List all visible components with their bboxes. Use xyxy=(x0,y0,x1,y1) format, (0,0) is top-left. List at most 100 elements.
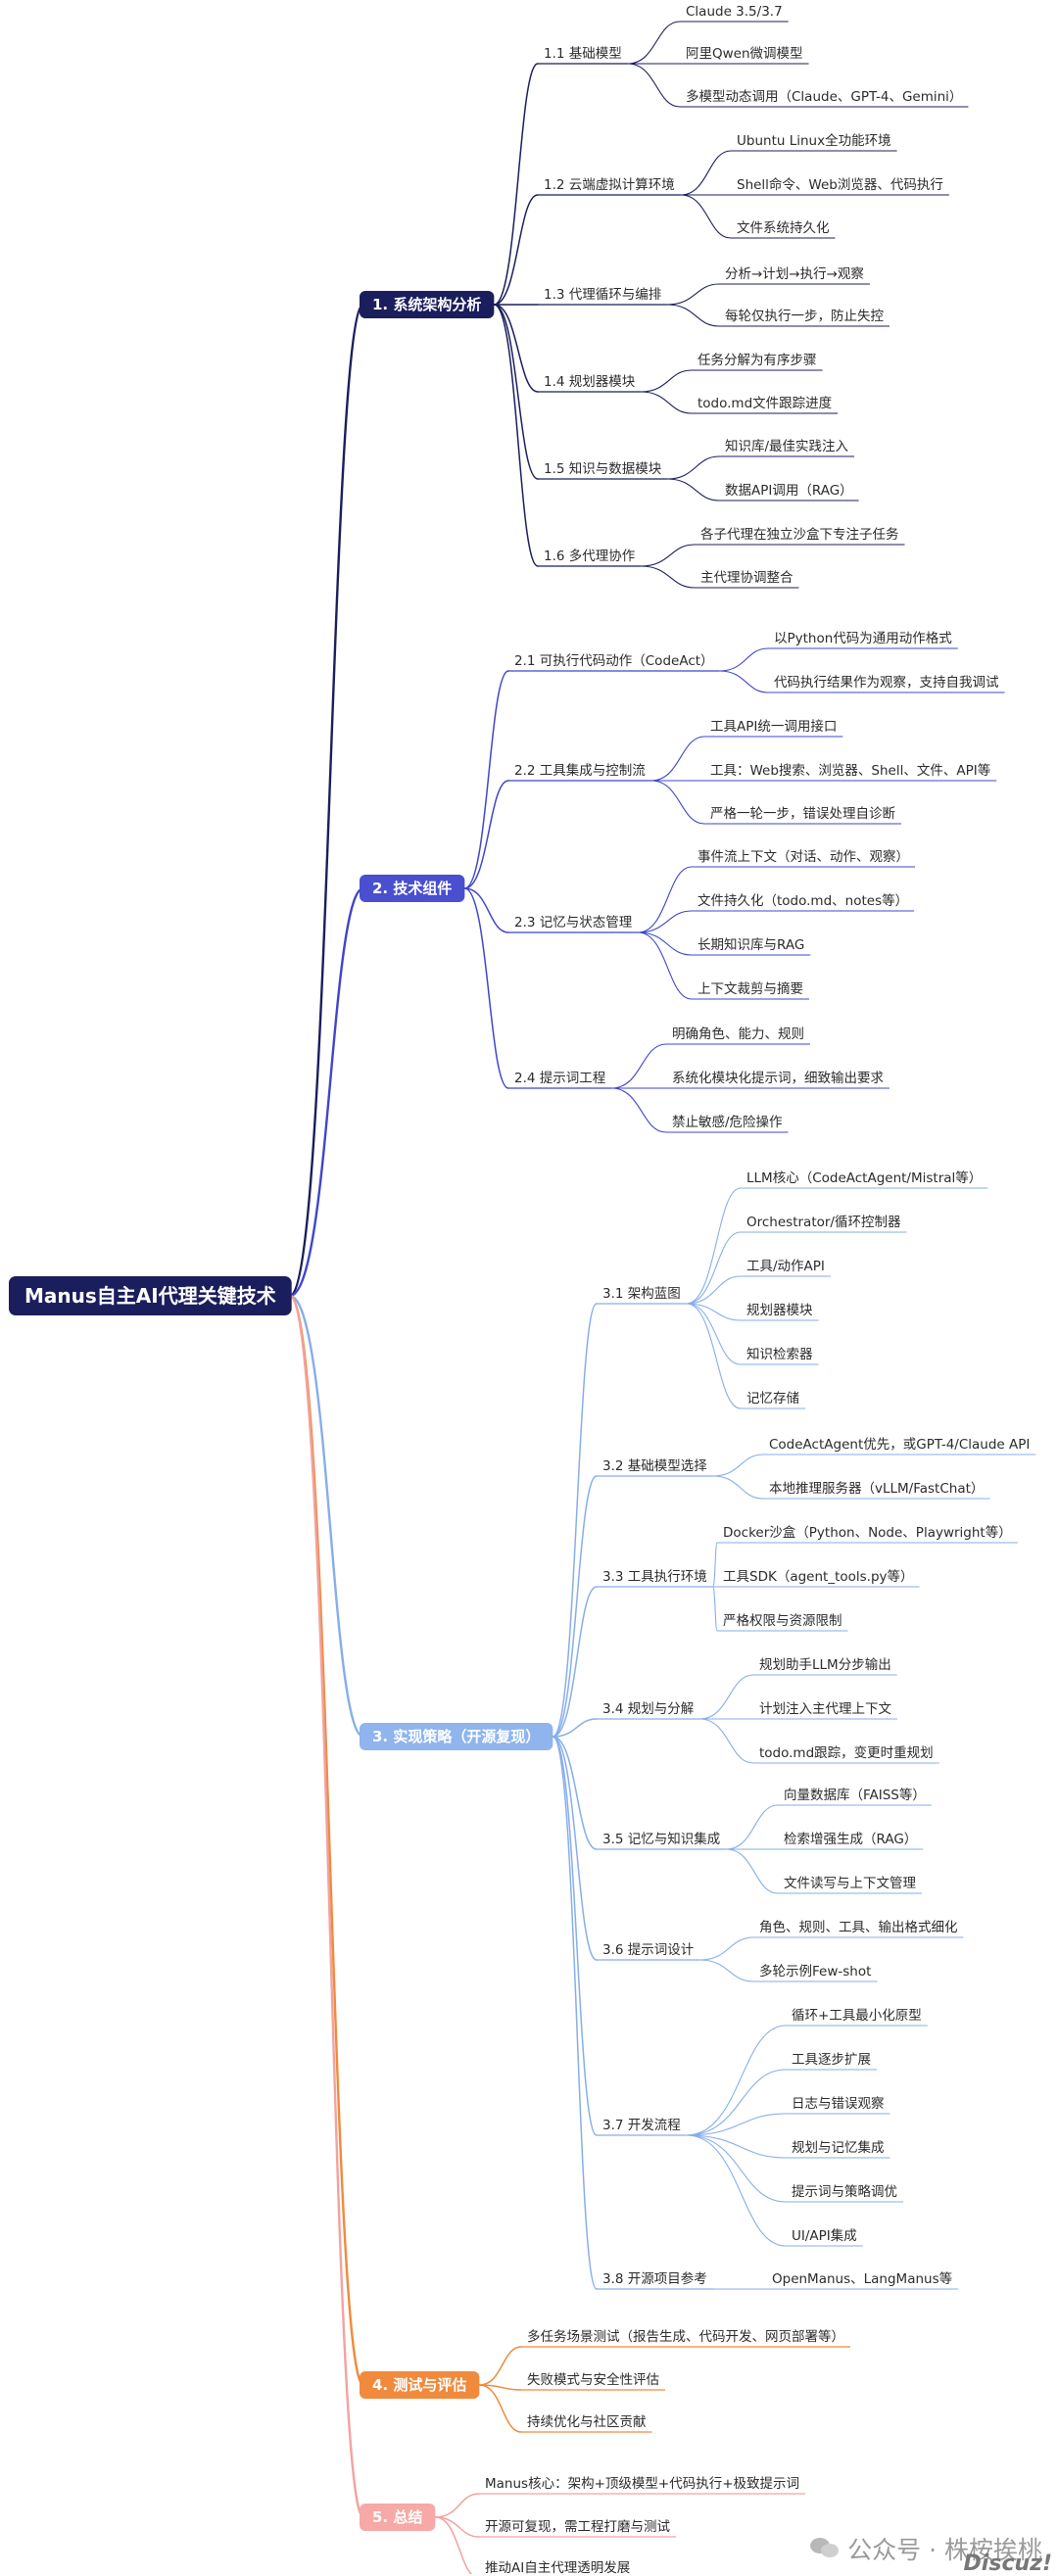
leaf-label: 向量数据库（FAISS等） xyxy=(784,1787,926,1803)
branch-label: 1.3 代理循环与编排 xyxy=(544,287,661,303)
root-box xyxy=(9,1276,292,1315)
leaf-label: 严格权限与资源限制 xyxy=(723,1612,842,1629)
section-label: 3. 实现策略（开源复现） xyxy=(372,1728,540,1745)
leaf-label: Manus核心：架构+顶级模型+代码执行+极致提示词 xyxy=(485,2476,799,2492)
leaf-label: 规划器模块 xyxy=(746,1303,813,1318)
connector-line xyxy=(493,194,539,306)
connector-line xyxy=(686,1275,742,1305)
root-label: Manus自主AI代理关键技术 xyxy=(24,1284,276,1308)
connector-line xyxy=(463,887,509,933)
watermark-text: 公众号 · 株桉挨桃 xyxy=(847,2536,1042,2564)
section-node[interactable]: 5. 总结 xyxy=(360,2504,436,2531)
section-node[interactable]: 1. 系统架构分析 xyxy=(360,291,495,318)
section-pill xyxy=(360,875,465,902)
leaf-label: 系统化模块化提示词，细致输出要求 xyxy=(672,1071,884,1086)
connector-line xyxy=(493,304,539,393)
section-node[interactable]: 4. 测试与评估 xyxy=(360,2371,480,2399)
connector-line xyxy=(666,478,720,501)
section-pill xyxy=(360,2504,436,2531)
branch-label: 3.6 提示词设计 xyxy=(602,1942,694,1958)
leaf-label: OpenManus、LangManus等 xyxy=(772,2270,952,2287)
leaf-label: 知识库/最佳实践注入 xyxy=(725,438,849,454)
connector-line xyxy=(650,780,705,825)
branch-label: 1.5 知识与数据模块 xyxy=(544,460,662,477)
branch-label: 2.2 工具集成与控制流 xyxy=(514,763,646,779)
leaf-label: 知识检索器 xyxy=(746,1346,813,1362)
leaf-label: 长期知识库与RAG xyxy=(697,936,804,953)
connector-line xyxy=(666,455,720,480)
leaf-label: Orchestrator/循环控制器 xyxy=(746,1215,901,1230)
connector-line xyxy=(288,1294,365,2519)
root-node[interactable]: Manus自主AI代理关键技术 xyxy=(9,1276,292,1315)
leaf-label: 失败模式与安全性评估 xyxy=(527,2371,659,2388)
watermark: 公众号 · 株桉挨桃 xyxy=(810,2531,1042,2566)
connector-line xyxy=(463,780,509,889)
connector-line xyxy=(478,2384,522,2433)
connector-line xyxy=(686,2069,787,2136)
branch-label: 2.3 记忆与状态管理 xyxy=(514,915,633,930)
connector-line xyxy=(640,391,693,414)
branch-label: 1.6 多代理协作 xyxy=(544,548,635,564)
leaf-label: Shell命令、Web浏览器、代码执行 xyxy=(737,176,943,193)
connector-line xyxy=(666,283,720,306)
leaf-label: 以Python代码为通用动作格式 xyxy=(774,631,952,646)
connector-line xyxy=(627,63,681,108)
section-node[interactable]: 2. 技术组件 xyxy=(360,875,465,902)
leaf-label: todo.md文件跟踪进度 xyxy=(697,396,832,411)
leaf-label: CodeActAgent优先，或GPT-4/Claude API xyxy=(769,1437,1030,1453)
connector-line xyxy=(666,304,720,327)
connector-line xyxy=(552,1586,598,1738)
connector-line xyxy=(718,647,769,672)
leaf-label: 严格一轮一步，错误处理自诊断 xyxy=(710,806,895,822)
leaf-label: 本地推理服务器（vLLM/FastChat） xyxy=(769,1481,984,1497)
connector-line xyxy=(640,544,696,567)
connector-line xyxy=(637,931,693,956)
connector-line xyxy=(552,1736,598,2136)
leaf-label: 多轮示例Few-shot xyxy=(759,1963,871,1980)
section-pill xyxy=(360,1723,553,1750)
leaf-label: 计划注入主代理上下文 xyxy=(759,1701,891,1717)
leaf-label: 日志与错误观察 xyxy=(792,2095,885,2112)
branch-label: 1.4 规划器模块 xyxy=(544,374,636,390)
connector-line xyxy=(434,2516,473,2574)
connector-line xyxy=(712,1542,718,1588)
connector-line xyxy=(686,1187,742,1305)
leaf-label: 文件系统持久化 xyxy=(737,220,830,236)
connector-line xyxy=(463,887,509,1089)
section-label: 1. 系统架构分析 xyxy=(372,296,481,313)
leaf-label: 各子代理在独立沙盒下专注子任务 xyxy=(700,526,899,543)
connector-line xyxy=(686,1231,742,1305)
connector-line xyxy=(493,304,539,567)
section-pill xyxy=(360,2371,480,2399)
connector-line xyxy=(552,1736,598,1850)
mindmap-connectors xyxy=(288,21,1036,2574)
connector-line xyxy=(686,2134,787,2159)
leaf-label: 循环+工具最小化原型 xyxy=(792,2008,922,2024)
leaf-label: 代码执行结果作为观察，支持自我调试 xyxy=(774,674,999,691)
discuz-logo: Discuz! xyxy=(963,2552,1052,2576)
leaf-label: 记忆存储 xyxy=(746,1391,799,1407)
leaf-label: 规划与记忆集成 xyxy=(792,2140,885,2156)
leaf-label: 数据API调用（RAG） xyxy=(725,483,853,499)
branch-label: 2.4 提示词工程 xyxy=(514,1071,605,1086)
connector-line xyxy=(698,1674,754,1720)
leaf-label: 文件持久化（todo.md、notes等） xyxy=(697,892,908,909)
branch-label: 3.5 记忆与知识集成 xyxy=(602,1831,720,1847)
branch-label: 3.3 工具执行环境 xyxy=(602,1569,707,1585)
connector-line xyxy=(640,369,693,393)
leaf-label: 工具/动作API xyxy=(746,1259,825,1274)
connector-line xyxy=(637,910,693,933)
connector-line xyxy=(698,1959,754,1982)
connector-line xyxy=(640,565,696,589)
leaf-label: 事件流上下文（对话、动作、观察） xyxy=(697,848,909,865)
connector-line xyxy=(552,1303,598,1738)
connector-line xyxy=(478,2346,522,2386)
connector-line xyxy=(680,150,732,196)
connector-line xyxy=(686,2025,787,2136)
connector-line xyxy=(493,304,539,480)
connector-line xyxy=(686,1303,742,1409)
connector-line xyxy=(698,1718,754,1764)
section-node[interactable]: 3. 实现策略（开源复现） xyxy=(360,1723,553,1750)
leaf-label: Ubuntu Linux全功能环境 xyxy=(737,132,891,149)
